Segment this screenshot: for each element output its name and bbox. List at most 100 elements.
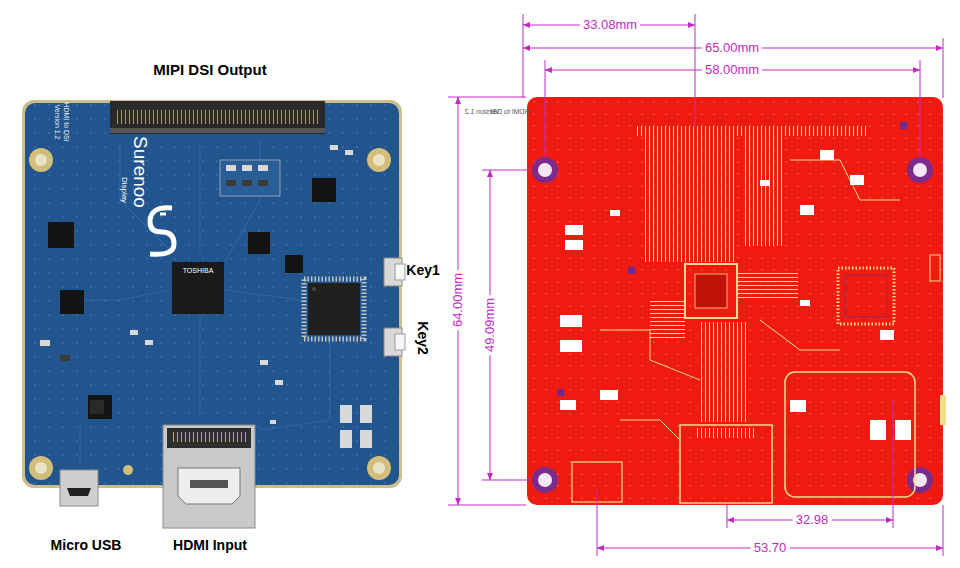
pad bbox=[565, 225, 583, 235]
trace-bus bbox=[738, 270, 798, 300]
trace bbox=[199, 140, 200, 255]
silkscreen-text: Display bbox=[120, 177, 128, 203]
usb-shell bbox=[60, 470, 98, 506]
trace bbox=[620, 420, 680, 440]
test-point bbox=[123, 465, 133, 475]
extension-line bbox=[448, 505, 526, 506]
mounting-hole bbox=[35, 154, 47, 166]
trace bbox=[600, 330, 700, 380]
dimension-label: 58.00mm bbox=[702, 63, 762, 77]
hdmi-shell bbox=[163, 425, 255, 528]
mounting-hole bbox=[373, 154, 385, 166]
extension-line bbox=[920, 60, 921, 156]
capacitor bbox=[226, 165, 236, 171]
capacitor bbox=[40, 340, 50, 346]
chip-footprint bbox=[685, 264, 737, 318]
callout-label: Key2 bbox=[416, 321, 431, 354]
pad bbox=[560, 400, 576, 410]
mounting-holes bbox=[29, 148, 391, 480]
logo-s bbox=[150, 208, 174, 255]
inductor bbox=[312, 178, 336, 202]
pad bbox=[800, 205, 814, 215]
capacitor bbox=[330, 145, 338, 150]
pad bbox=[610, 210, 620, 216]
dimension-lines bbox=[448, 14, 943, 556]
trace bbox=[760, 320, 840, 350]
fpc-connector bbox=[110, 101, 325, 134]
pad bbox=[870, 420, 886, 440]
red-pcb-layout bbox=[527, 97, 946, 505]
qfp-pins bbox=[304, 279, 364, 339]
blue-pcb bbox=[22, 100, 405, 528]
qfp-outline bbox=[845, 275, 887, 317]
silkscreen-text: HDMI to DSI bbox=[62, 102, 69, 141]
extension-line bbox=[482, 170, 531, 171]
extension-line bbox=[523, 14, 524, 98]
inductor bbox=[48, 222, 74, 248]
hdmi-tongue bbox=[190, 480, 228, 488]
pad bbox=[820, 150, 834, 160]
board-edge bbox=[22, 100, 402, 488]
pad bbox=[560, 340, 582, 352]
key-buttons bbox=[384, 258, 405, 356]
key-actuator bbox=[395, 334, 405, 350]
mounting-hole bbox=[532, 467, 558, 493]
fpc-pins bbox=[116, 110, 319, 124]
capacitor bbox=[130, 330, 138, 335]
fiducial bbox=[900, 122, 907, 129]
qfp-chip bbox=[308, 283, 360, 335]
hdmi-connector bbox=[163, 425, 255, 528]
pad bbox=[790, 400, 806, 412]
key-pad bbox=[940, 395, 946, 425]
pad bbox=[340, 430, 352, 448]
hdmi-pin-rows bbox=[170, 432, 248, 442]
pad bbox=[560, 315, 582, 327]
board-traces bbox=[60, 140, 330, 465]
component-group bbox=[220, 160, 280, 196]
mounting-hole bbox=[538, 163, 552, 177]
mounting-hole bbox=[532, 157, 558, 183]
resistor bbox=[60, 355, 70, 361]
toshiba-chip bbox=[172, 262, 224, 314]
capacitor bbox=[260, 360, 268, 365]
capacitor bbox=[270, 420, 276, 424]
resistor bbox=[258, 180, 268, 186]
mounting-hole bbox=[907, 467, 933, 493]
pad bbox=[850, 175, 864, 185]
resistor bbox=[242, 180, 252, 186]
extension-line bbox=[597, 490, 598, 556]
extension-line bbox=[448, 97, 526, 98]
dimension-label: 65.00mm bbox=[702, 41, 762, 55]
logo-mark bbox=[160, 213, 166, 216]
trace bbox=[260, 340, 330, 430]
fpc-latch bbox=[110, 128, 325, 133]
micro-usb-connector bbox=[60, 470, 98, 506]
pad bbox=[800, 300, 810, 306]
capacitor bbox=[275, 380, 283, 385]
copper-traces bbox=[572, 126, 946, 503]
pad bbox=[360, 405, 372, 423]
pin1-mark bbox=[312, 287, 316, 291]
callout-label: Key1 bbox=[406, 263, 439, 278]
chip-marking: TOSHIBA bbox=[183, 267, 214, 274]
extension-line bbox=[943, 38, 944, 98]
silkscreen-text: Surenoo bbox=[130, 136, 150, 208]
inductor bbox=[60, 290, 84, 314]
trace-bus bbox=[745, 136, 785, 246]
resistor bbox=[226, 180, 236, 186]
mounting-hole bbox=[367, 456, 391, 480]
hdmi-footprint bbox=[680, 425, 772, 503]
fpc-body bbox=[110, 101, 325, 134]
surenoo-logo bbox=[150, 208, 174, 255]
mounting-hole bbox=[29, 456, 53, 480]
trace bbox=[199, 315, 200, 420]
hdmi-opening bbox=[178, 468, 240, 504]
copper-pour bbox=[785, 372, 915, 497]
trace-bus bbox=[700, 322, 748, 422]
mounting-hole bbox=[913, 163, 927, 177]
inductor bbox=[248, 232, 270, 254]
pad bbox=[340, 405, 352, 423]
hdmi-pins bbox=[167, 428, 251, 448]
callout-label: MIPI DSI Output bbox=[153, 62, 266, 78]
